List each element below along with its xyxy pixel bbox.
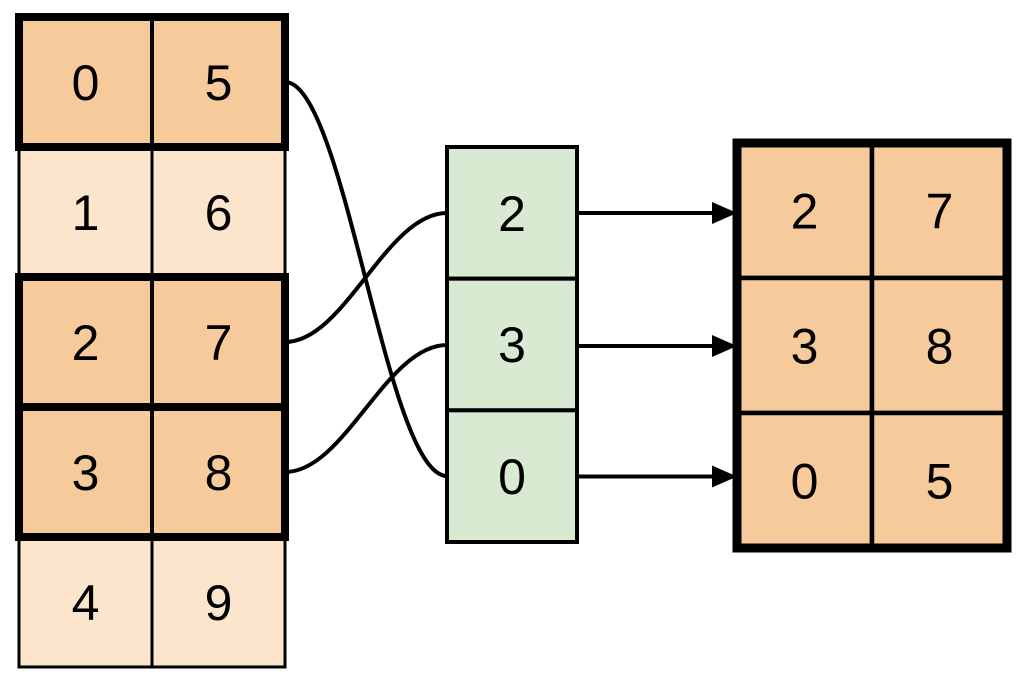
source-row-2 [15, 273, 289, 411]
source-cell [150, 405, 287, 539]
source-cell-value: 1 [72, 185, 100, 241]
index-cell [445, 408, 579, 544]
source-cell-value: 6 [205, 185, 233, 241]
source-table: 0 5 1 6 2 7 3 8 4 9 [15, 13, 289, 669]
connector-curves [284, 80, 448, 478]
result-table: 2 7 3 8 0 5 [732, 138, 1012, 553]
arrow-index1-to-result1 [577, 335, 737, 357]
result-cell [734, 275, 875, 416]
curve-source-row2-to-index2 [284, 211, 448, 344]
arrowhead-icon [712, 335, 737, 357]
result-cell-value: 0 [791, 454, 819, 510]
source-row-4 [17, 535, 287, 669]
source-cell [17, 535, 154, 669]
curve-source-row3-to-index3 [284, 343, 448, 474]
result-cell [869, 275, 1010, 416]
arrowhead-icon [712, 465, 737, 488]
source-row-0 [15, 13, 289, 151]
result-cell-value: 3 [791, 319, 819, 375]
result-cell-value: 8 [926, 319, 954, 375]
source-row-3 [15, 403, 289, 541]
source-row-highlight-border [15, 13, 289, 151]
source-cell-value: 8 [205, 445, 233, 501]
result-cell-value: 7 [926, 184, 954, 240]
index-cell-value: 0 [498, 449, 526, 505]
mapping-arrows [577, 202, 737, 488]
source-cell-value: 4 [72, 575, 100, 631]
index-cell-value: 3 [498, 317, 526, 373]
source-cell [150, 535, 287, 669]
arrowhead-icon [712, 202, 737, 224]
result-table-border [732, 138, 1012, 553]
source-cell-value: 5 [205, 55, 233, 111]
arrow-index2-to-result2 [577, 465, 737, 488]
source-cell-value: 0 [72, 55, 100, 111]
source-cell-value: 2 [72, 315, 100, 371]
result-cell-value: 5 [926, 454, 954, 510]
index-cell [445, 276, 579, 413]
arrow-index0-to-result0 [577, 202, 737, 224]
source-cell-value: 9 [205, 575, 233, 631]
index-cell-value: 2 [498, 186, 526, 242]
result-cell-value: 2 [791, 184, 819, 240]
source-cell-value: 7 [205, 315, 233, 371]
index-column: 2 3 0 [445, 145, 579, 544]
source-cell [150, 15, 287, 149]
source-row-highlight-border [15, 403, 289, 541]
source-row-1 [17, 145, 287, 279]
source-cell-value: 3 [72, 445, 100, 501]
